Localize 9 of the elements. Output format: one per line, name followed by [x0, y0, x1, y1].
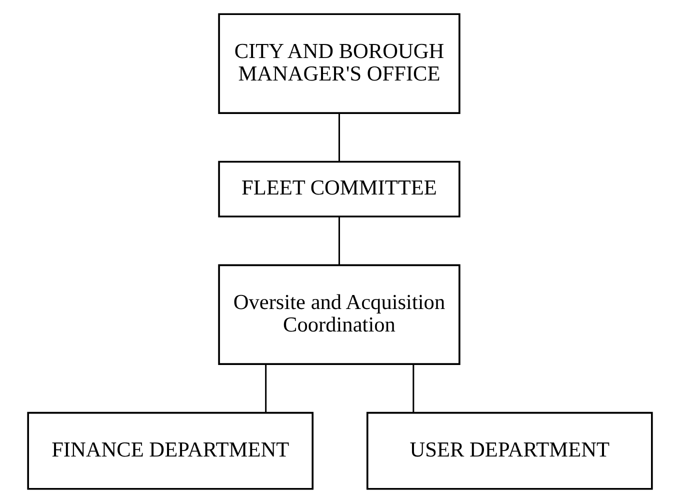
connector	[338, 113, 340, 162]
connector	[264, 364, 266, 413]
node-box: FINANCE DEPARTMENT	[26, 412, 314, 490]
connector	[412, 364, 414, 413]
node-box: FLEET COMMITTEE	[218, 160, 460, 218]
connector	[338, 216, 340, 266]
node-box: CITY AND BOROUGH MANAGER'S OFFICE	[218, 13, 460, 114]
node-box: USER DEPARTMENT	[366, 412, 652, 490]
node-box: Oversite and Acquisition Coordination	[218, 264, 460, 365]
